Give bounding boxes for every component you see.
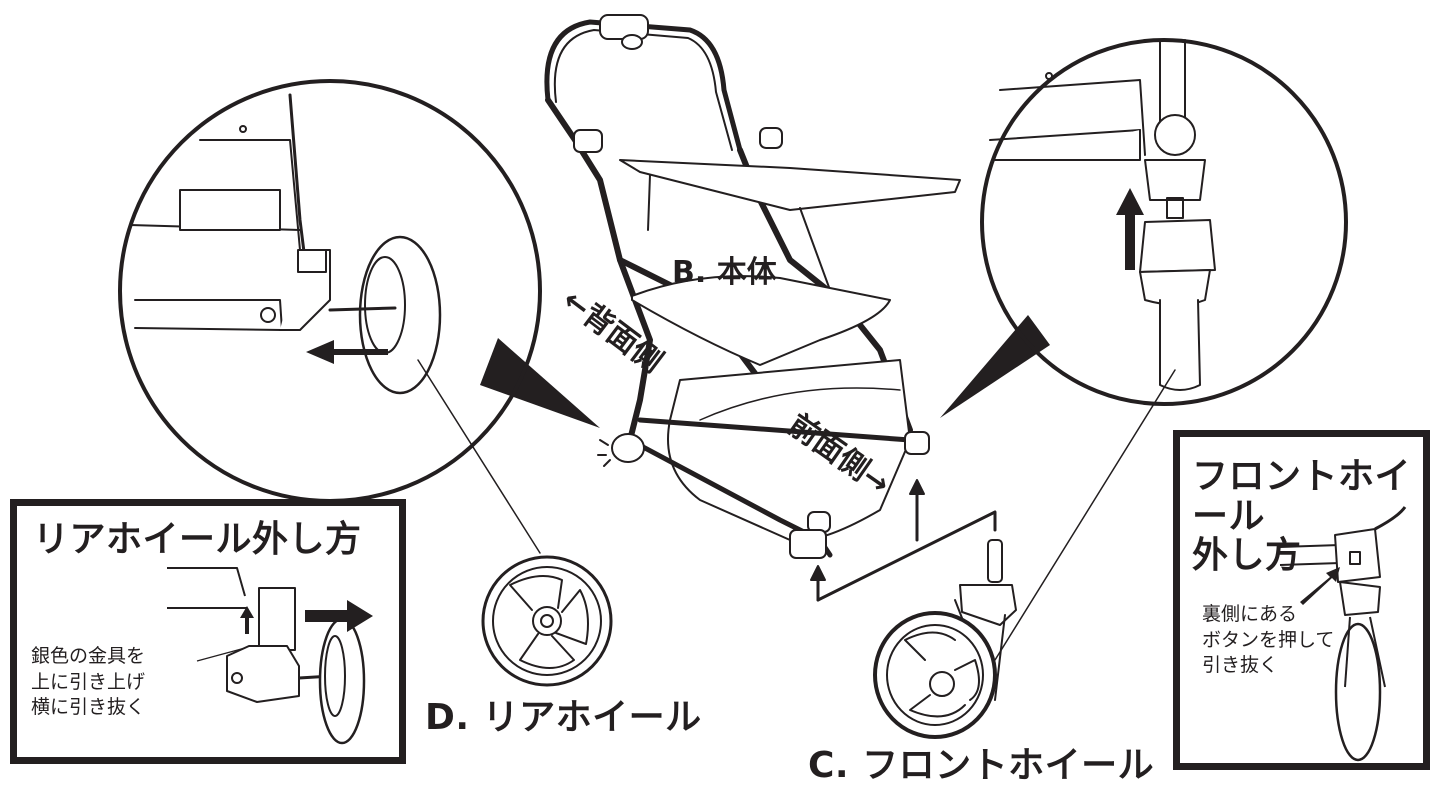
rear-wheel-leader-line bbox=[417, 359, 541, 554]
rear-wheel-illustration bbox=[481, 555, 613, 687]
front-wheel-leader-line bbox=[994, 369, 1176, 661]
front-wheel-illustration bbox=[873, 539, 1017, 739]
body-label: B. 本体 bbox=[672, 255, 777, 290]
front-box-instruction: 裏側にある ボタンを押して 引き抜く bbox=[1202, 603, 1335, 677]
stroller-body-illustration bbox=[544, 14, 961, 559]
rear-box-illustration bbox=[167, 567, 373, 745]
front-box-illustration bbox=[1279, 506, 1407, 762]
front-wheel-attach-guide bbox=[810, 479, 997, 602]
front-box-title: フロントホイール 外し方 bbox=[1192, 456, 1412, 577]
rear-box-instruction: 銀色の金具を 上に引き上げ 横に引き抜く bbox=[31, 645, 146, 719]
rear-wheel-detail-callout bbox=[118, 79, 600, 503]
front-wheel-detail-callout bbox=[940, 38, 1348, 418]
front-wheel-label: C. フロントホイール bbox=[808, 745, 1155, 786]
front-wheel-instruction-box: フロントホイール 外し方 裏側にある ボタンを押して 引き抜く bbox=[1173, 430, 1430, 770]
rear-wheel-label: D. リアホイール bbox=[425, 697, 702, 738]
rear-wheel-instruction-box: リアホイール外し方 銀色の金具を 上に引き上げ 横に引き抜く bbox=[10, 499, 406, 764]
rear-box-title: リアホイール外し方 bbox=[33, 519, 362, 560]
